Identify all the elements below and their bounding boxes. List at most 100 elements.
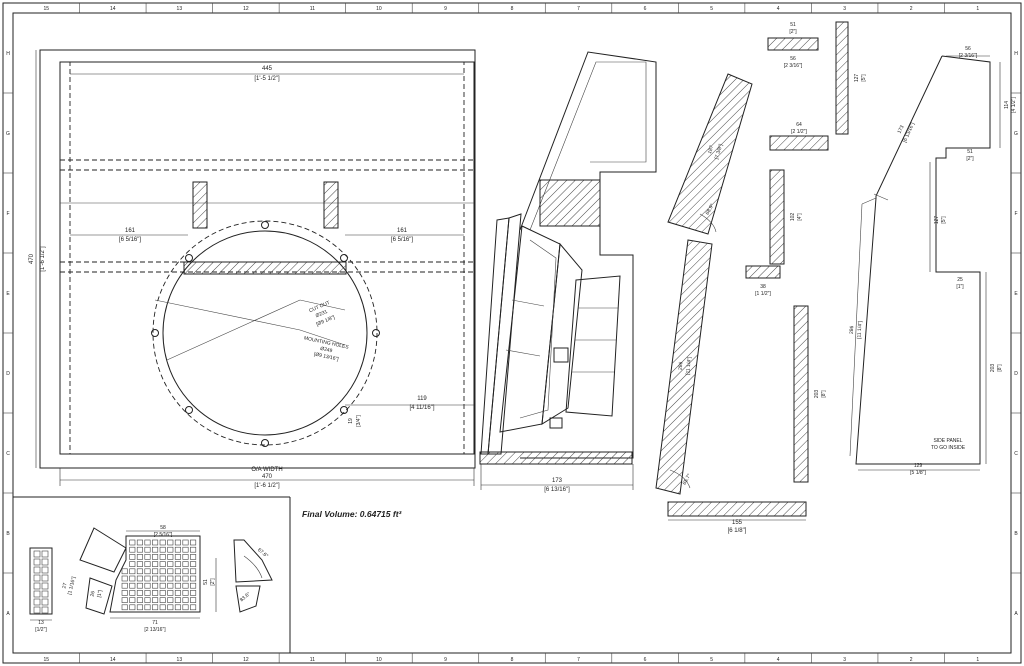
border-column-label: 6 (644, 657, 647, 663)
dim-187-in: [7 3/8"] (714, 143, 725, 160)
dim-161-right-mm: 161 (397, 228, 408, 234)
dim-56-top-mm: 56 (965, 46, 971, 52)
ladder-cell (33, 550, 41, 558)
cut-pieces (655, 21, 849, 521)
angle-bottom-label: 65.7° (682, 473, 693, 486)
front-brace-left (192, 181, 208, 229)
dim-38-in: [1 1/2"] (755, 291, 771, 297)
dim-56-block-mm: 56 (790, 56, 796, 62)
dim-161-left-mm: 161 (125, 228, 136, 234)
grid-cell (136, 582, 143, 589)
grid-cell (190, 546, 197, 553)
border-row-label: H (1014, 51, 1018, 57)
grid-cell (174, 561, 181, 567)
ladder-cell (41, 566, 49, 574)
border-column-label: 4 (777, 6, 780, 12)
front-cross-brace (183, 261, 347, 275)
grid-cell (144, 539, 151, 546)
border-column-label: 3 (843, 657, 846, 663)
mounting-hole (340, 254, 348, 262)
dim-286-side-in: [11 1/4"] (856, 320, 863, 339)
grid-cell (136, 568, 143, 575)
dim-173-slant-in: [6 13/16"] (902, 121, 916, 143)
grid-cell (159, 561, 166, 567)
dim-51-side-in: [2"] (966, 156, 974, 162)
dim-119-in: [4 11/16"] (409, 405, 434, 411)
side-bottom-panel (479, 451, 633, 465)
ladder-cell (33, 574, 41, 582)
dim-203-side-in: [8"] (997, 364, 1003, 372)
final-volume-label: Final Volume: 0.64715 ft³ (302, 509, 403, 519)
dim-51-block-in: [2"] (789, 29, 797, 35)
grid-cell (167, 539, 174, 546)
front-outer-frame (39, 49, 476, 469)
dim-13-mm: 13 (38, 620, 44, 626)
dim-64-in: [2 1/2"] (791, 129, 807, 135)
border-column-label: 11 (310, 657, 315, 663)
bottom-panel-piece (667, 501, 807, 517)
grid-cell (121, 575, 128, 582)
front-inner-frame (59, 61, 475, 455)
cut-out-diameter-mm: Ø231 (315, 309, 329, 319)
dim-13-in: [1/2"] (35, 627, 47, 633)
grid-cell (182, 568, 189, 575)
grid-cell (182, 590, 189, 596)
mounting-hole (261, 439, 269, 447)
mounting-holes-diameter-in: [Ø9 13/16"] (313, 351, 339, 362)
border-column-label: 7 (577, 6, 580, 12)
mounting-holes-diameter-mm: Ø249 (320, 346, 333, 354)
front-brace-right (323, 181, 339, 229)
grid-cell (190, 604, 197, 611)
grid-cell (152, 546, 159, 553)
dim-127-strip-in: [5"] (861, 74, 867, 82)
ladder-cell (41, 582, 49, 590)
border-column-label: 9 (444, 6, 447, 12)
ladder-cell (41, 558, 49, 566)
dim-173-depth-mm: 173 (552, 478, 563, 484)
grid-cell (144, 590, 151, 596)
grid-cell (129, 604, 136, 611)
side-view (479, 51, 657, 490)
dim-155-in: [6 1/8"] (728, 528, 747, 534)
grid-cell (159, 604, 166, 611)
cut-piece-labels: 187 [7 3/8"] 68.9° 286 [11 1/4"] 65.7° 1… (678, 22, 867, 534)
border-column-label: 10 (376, 6, 382, 12)
angle-83-label: 83.6° (239, 591, 252, 603)
grid-cell (136, 590, 143, 596)
ladder-cell (33, 598, 41, 606)
grid-cell (144, 561, 151, 567)
dim-58-in: [2 5/16"] (154, 532, 173, 538)
dim-51-flat-in: [2"] (210, 578, 216, 586)
flat-pattern (29, 527, 273, 621)
grid-cell (174, 539, 181, 546)
grid-cell (174, 554, 181, 560)
dim-114-mm: 114 (1004, 101, 1010, 109)
ladder-cell (33, 590, 41, 598)
mounting-hole (372, 329, 380, 337)
grid-cell (174, 604, 181, 611)
grid-cell (152, 590, 159, 596)
grid-cell (167, 597, 174, 603)
block-piece-56 (767, 37, 819, 51)
block-piece-38 (745, 265, 781, 279)
grid-cell (190, 575, 197, 582)
grid-cell (136, 575, 143, 582)
speaker-cutout-circle (162, 230, 368, 436)
ladder-cell (41, 590, 49, 598)
border-column-label: 4 (777, 657, 780, 663)
grid-cell (174, 568, 181, 575)
grid-cell (136, 539, 143, 546)
flat-angled-tab-lower (85, 577, 113, 615)
border-column-label: 12 (243, 657, 249, 663)
grid-cell (167, 590, 174, 596)
dim-203-side-mm: 203 (990, 364, 996, 373)
grid-cell (152, 568, 159, 575)
grid-cell (167, 546, 174, 553)
border-column-label: 11 (310, 6, 315, 12)
grid-cell (152, 582, 159, 589)
mounting-hole-circle (152, 220, 378, 446)
front-hidden-outline (69, 61, 465, 455)
grid-cell (182, 604, 189, 611)
grid-cell (174, 582, 181, 589)
